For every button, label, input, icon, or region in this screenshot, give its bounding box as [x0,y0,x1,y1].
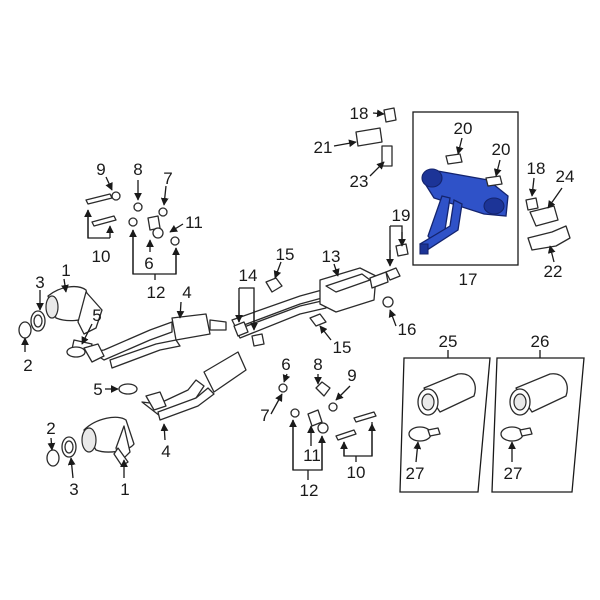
callout-27-right: 27 [504,464,523,483]
callout-15-lower: 15 [333,338,352,357]
lower-catalytic-converter [81,416,135,467]
callout-9-upper: 9 [96,160,105,179]
callout-7-upper: 7 [163,169,172,188]
leader-lines [21,109,563,480]
callout-5-upper: 5 [92,306,101,325]
callout-1-lower: 1 [120,480,129,499]
callout-10-lower: 10 [347,463,366,482]
callout-4-upper: 4 [182,283,191,302]
callout-20-left: 20 [454,119,473,138]
hardware-lower-middle [278,381,377,441]
front-pipe-lower [141,351,247,421]
callout-15-upper: 15 [276,245,295,264]
callout-21: 21 [314,138,333,157]
hangers-and-clamps [233,243,409,347]
callout-13: 13 [322,247,341,266]
front-pipe-upper [83,313,227,369]
callout-2-upper: 2 [23,356,32,375]
callout-18-upper: 18 [350,104,369,123]
callout-26: 26 [531,332,550,351]
callout-4-lower: 4 [161,442,170,461]
callout-10-upper: 10 [92,247,111,266]
callout-12-upper: 12 [147,283,166,302]
group-box-17 [412,111,519,266]
callout-14: 14 [239,266,258,285]
exhaust-tip-25 [408,373,476,442]
callout-16: 16 [398,320,417,339]
callout-12-lower: 12 [300,481,319,500]
tip-bracket-upper [355,107,397,167]
hardware-upper-left [85,191,180,246]
callout-6-lower: 6 [281,355,290,374]
callout-labels: 1 3 2 5 4 9 8 7 11 10 6 12 14 15 13 15 1… [23,104,574,500]
center-resonator [319,267,389,313]
exhaust-tip-26 [500,373,568,442]
tip-bracket-right [525,197,571,251]
callout-25: 25 [439,332,458,351]
callout-27-left: 27 [406,464,425,483]
gasket-rings [18,310,138,467]
callout-22: 22 [544,262,563,281]
callout-11-lower: 11 [303,446,321,465]
callout-23: 23 [350,172,369,191]
callout-5-lower: 5 [93,380,102,399]
callout-7-lower: 7 [260,406,269,425]
callout-3-upper: 3 [35,273,44,292]
callout-9-lower: 9 [347,366,356,385]
callout-6-upper: 6 [144,254,153,273]
callout-8-lower: 8 [313,355,322,374]
callout-11-upper: 11 [185,213,203,232]
callout-3-lower: 3 [69,480,78,499]
muffler-hangers [445,153,503,187]
callout-24: 24 [556,167,575,186]
callout-20-right: 20 [492,140,511,159]
callout-18-right: 18 [527,159,546,178]
group-box-26 [491,357,585,493]
callout-1-upper: 1 [61,261,70,280]
group-box-25 [399,357,491,493]
callout-19: 19 [392,206,411,225]
callout-8-upper: 8 [133,160,142,179]
callout-17: 17 [459,270,478,289]
callout-2-lower: 2 [46,419,55,438]
